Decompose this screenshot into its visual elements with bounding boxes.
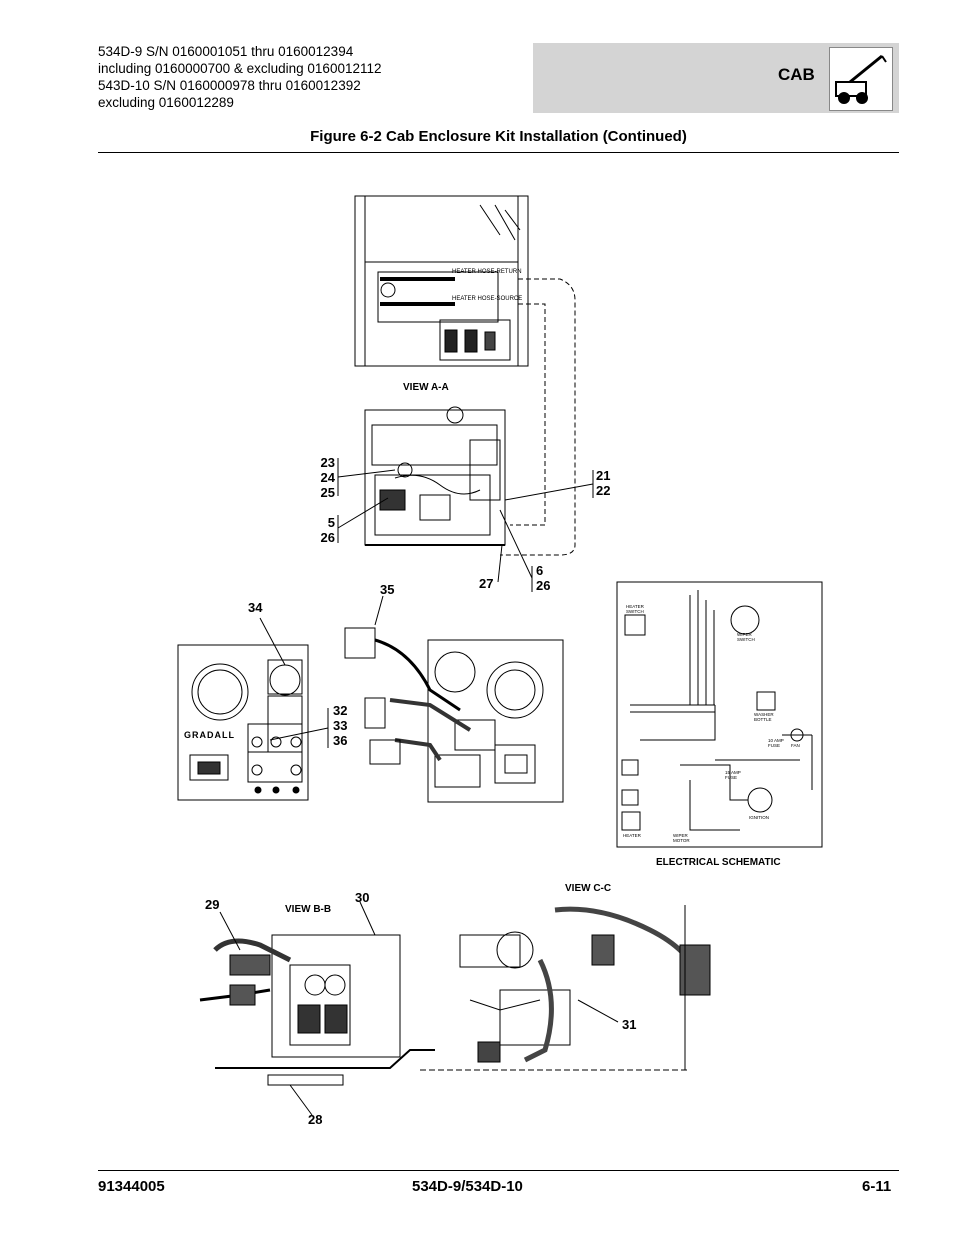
header-line-1: 534D-9 S/N 0160001051 thru 0160012394: [98, 44, 354, 59]
gradall-logo: GRADALL: [184, 730, 235, 740]
callout-26b: 26: [536, 578, 551, 593]
electrical-schematic-label: ELECTRICAL SCHEMATIC: [656, 857, 781, 868]
washer-bottle-label: WASHER BOTTLE: [754, 712, 774, 722]
footer-page-number: 6-11: [862, 1178, 892, 1195]
callout-35: 35: [380, 582, 395, 597]
electrical-schematic: [616, 581, 823, 848]
wiring-back-panel: [427, 639, 564, 803]
wiper-switch-label: WIPER SWITCH: [737, 632, 755, 642]
header-line-2: including 0160000700 & excluding 0160012…: [98, 61, 382, 76]
wiper-motor-label: WIPER MOTOR: [673, 833, 690, 843]
callout-31: 31: [622, 1017, 637, 1032]
callout-32: 32: [333, 703, 348, 718]
callout-6-26: 6 26: [536, 563, 550, 593]
callout-30: 30: [355, 890, 370, 905]
cab-frame-top: [354, 195, 529, 367]
callout-34: 34: [248, 600, 263, 615]
fan-label: FAN: [791, 743, 800, 748]
hose-source-label: HEATER HOSE-SOURCE: [452, 296, 523, 302]
footer-model: 534D-9/534D-10: [412, 1178, 523, 1195]
gauge-panel: [177, 644, 309, 801]
view-cc-label: VIEW C-C: [565, 883, 612, 894]
fuse-10amp-label: 10 AMP FUSE: [768, 738, 784, 748]
header-line-3: 543D-10 S/N 0160000978 thru 0160012392: [98, 78, 361, 93]
heater-switch-label: HEATER SWITCH: [626, 604, 644, 614]
section-title: CAB: [778, 65, 815, 84]
ignition-label: IGNITION: [749, 815, 769, 820]
callout-33: 33: [333, 718, 348, 733]
callout-29: 29: [205, 897, 220, 912]
heater-label: HEATER: [623, 833, 641, 838]
telehandler-icon: [829, 47, 893, 111]
section-tab: CAB: [533, 43, 899, 113]
callout-28: 28: [308, 1112, 323, 1127]
callout-25: 25: [320, 485, 335, 500]
fuse-15amp-label: 15 AMP FUSE: [725, 770, 741, 780]
callout-5: 5: [327, 515, 335, 530]
callout-36: 36: [333, 733, 348, 748]
callout-23: 23: [320, 455, 335, 470]
wiper-motor: [459, 934, 521, 968]
serial-range-header: 534D-9 S/N 0160001051 thru 0160012394 in…: [98, 43, 528, 111]
callout-21: 21: [596, 468, 611, 483]
callout-27: 27: [479, 576, 494, 591]
callout-32-36: 32 33 36: [333, 703, 347, 748]
engine-assembly: [364, 409, 506, 546]
footer-rule: [98, 1170, 899, 1171]
view-aa-label: VIEW A-A: [403, 382, 449, 393]
callout-24: 24: [320, 470, 335, 485]
figure-title: Figure 6-2 Cab Enclosure Kit Installatio…: [310, 128, 687, 145]
footer-doc-number: 91344005: [98, 1178, 165, 1195]
hose-return-label: HEATER HOSE-RETURN: [452, 269, 522, 275]
callout-6: 6: [536, 563, 544, 578]
header-line-4: excluding 0160012289: [98, 95, 234, 110]
callout-26: 26: [320, 530, 335, 545]
callout-5-26: 5 26: [318, 515, 335, 545]
header-rule: [98, 152, 899, 153]
callout-23-25: 23 24 25: [318, 455, 335, 500]
callout-21-22: 21 22: [596, 468, 610, 498]
view-bb-panel: [271, 934, 401, 1058]
view-bb-label: VIEW B-B: [285, 904, 332, 915]
callout-22: 22: [596, 483, 611, 498]
